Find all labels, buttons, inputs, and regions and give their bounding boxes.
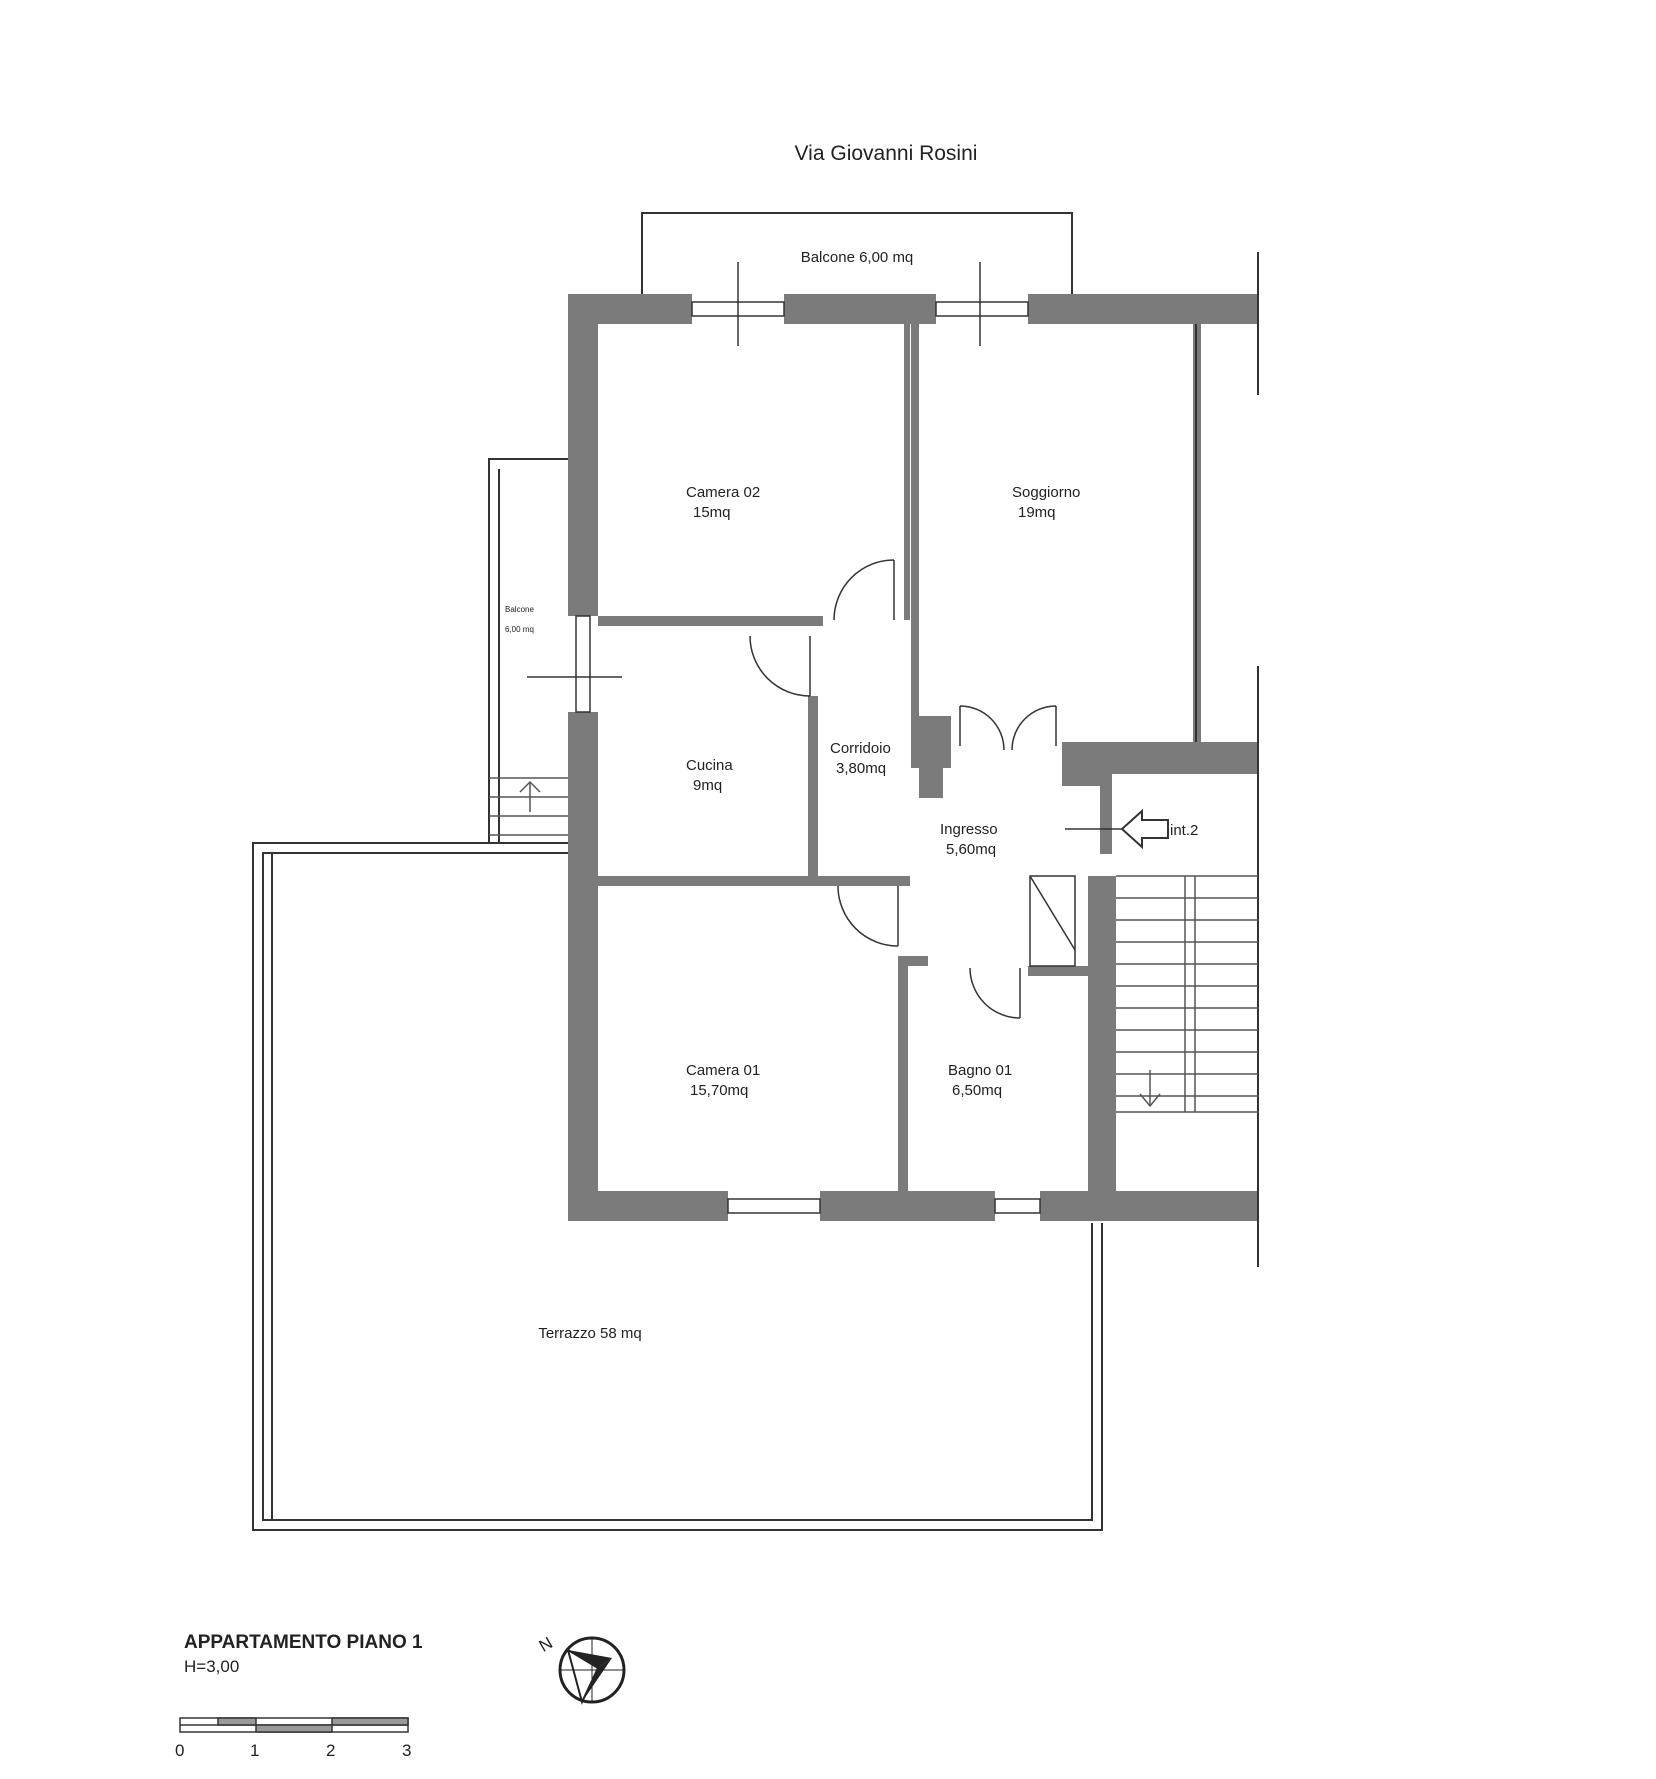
- entrance-arrow: [1065, 808, 1169, 850]
- room-camera02-area: 15mq: [693, 504, 731, 521]
- room-camera01-area: 15,70mq: [690, 1082, 748, 1099]
- room-corridoio-name: Corridoio: [830, 740, 891, 757]
- scale-tick-2: 2: [326, 1741, 335, 1760]
- room-ingresso-area: 5,60mq: [946, 841, 996, 858]
- plan-title: APPARTAMENTO PIANO 1: [184, 1632, 423, 1653]
- balcony-top-label: Balcone 6,00 mq: [801, 249, 914, 266]
- exterior-lines: [1195, 252, 1259, 1267]
- terrace-outline: [252, 842, 1103, 1531]
- scale-tick-1: 1: [250, 1741, 259, 1760]
- balcony-side: [488, 458, 568, 843]
- room-cucina-area: 9mq: [693, 777, 722, 794]
- room-camera02-name: Camera 02: [686, 484, 760, 501]
- walls: [568, 294, 1258, 1221]
- north-arrow-icon: [558, 1636, 626, 1705]
- room-soggiorno-area: 19mq: [1018, 504, 1056, 521]
- street-name: Via Giovanni Rosini: [795, 142, 978, 165]
- room-corridoio-area: 3,80mq: [836, 760, 886, 777]
- window-axes: [527, 262, 981, 678]
- room-camera01-name: Camera 01: [686, 1062, 760, 1079]
- plan-height: H=3,00: [184, 1657, 239, 1676]
- entrance-label: int.2: [1170, 822, 1198, 839]
- doors: [749, 559, 1076, 1019]
- room-soggiorno-name: Soggiorno: [1012, 484, 1080, 501]
- terrace-label: Terrazzo 58 mq: [538, 1325, 641, 1342]
- scale-bar: [179, 1717, 409, 1733]
- balcony-side-area: 6,00 mq: [505, 625, 534, 634]
- room-cucina-name: Cucina: [686, 757, 733, 774]
- room-ingresso-name: Ingresso: [940, 821, 998, 838]
- north-label: N: [536, 1633, 556, 1656]
- balcony-top: [641, 212, 1073, 294]
- side-stair: [489, 777, 568, 836]
- room-bagno01-name: Bagno 01: [948, 1062, 1012, 1079]
- balcony-side-name: Balcone: [505, 605, 534, 614]
- staircase: [1116, 875, 1258, 1113]
- scale-tick-3: 3: [402, 1741, 411, 1760]
- room-bagno01-area: 6,50mq: [952, 1082, 1002, 1099]
- scale-tick-0: 0: [175, 1741, 184, 1760]
